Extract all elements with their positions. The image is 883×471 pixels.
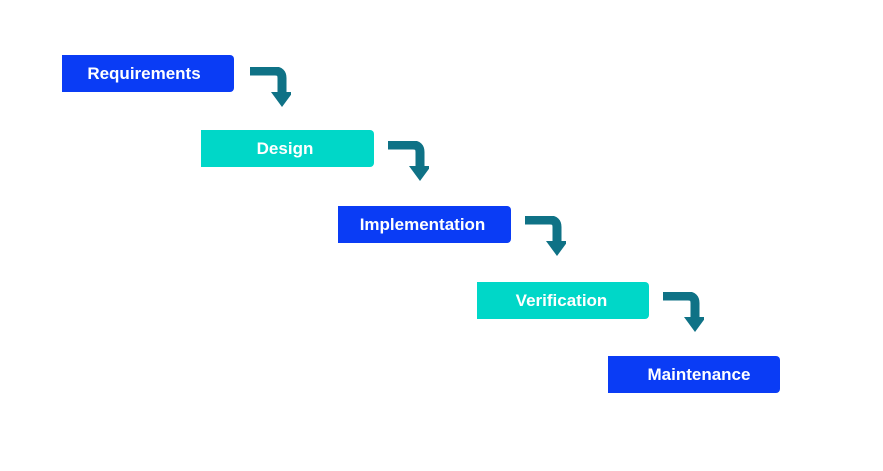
stage-requirements: Requirements: [62, 55, 234, 92]
stage-label: Maintenance: [647, 365, 751, 384]
stage-verification: Verification: [477, 282, 649, 319]
curved-down-arrow-icon: [388, 141, 429, 181]
curved-down-arrow-icon: [663, 292, 704, 332]
stage-maintenance: Maintenance: [608, 356, 780, 393]
stage-design: Design: [201, 130, 374, 167]
stage-label: Implementation: [359, 215, 486, 234]
curved-down-arrow-icon: [525, 216, 566, 256]
stage-label: Design: [256, 139, 314, 158]
stage-implementation: Implementation: [338, 206, 511, 243]
curved-down-arrow-icon: [250, 67, 291, 107]
stage-label: Requirements: [87, 64, 201, 83]
stage-label: Verification: [515, 291, 608, 310]
